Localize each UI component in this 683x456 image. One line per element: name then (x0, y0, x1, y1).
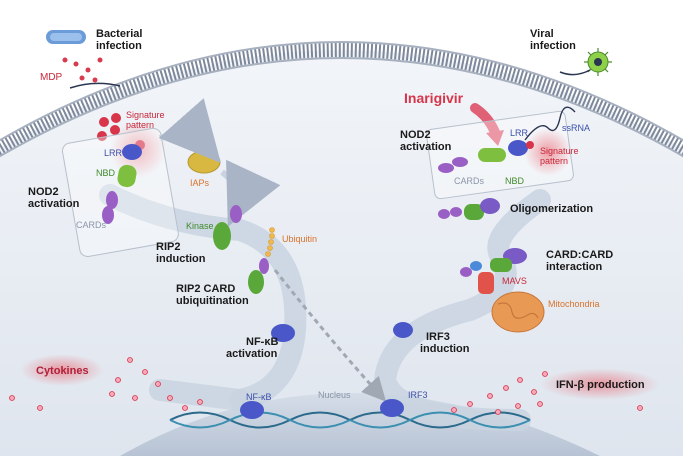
rip2-kinase-protein (213, 205, 242, 250)
cards-label-left: CARDs (76, 220, 107, 230)
lrr-label-left: LRR (104, 148, 123, 158)
right-pathway-arrow (373, 189, 551, 431)
nod2-oligomer (438, 198, 500, 220)
cytokine-dots (9, 357, 203, 411)
translocation-dashed-arrow (273, 269, 387, 402)
nfkb-dna-bound (240, 401, 264, 419)
cards-label-right: CARDs (454, 176, 485, 186)
irf3-dna-bound (380, 399, 404, 417)
nod2-protein-left (102, 144, 142, 224)
nfkb-protein (271, 324, 295, 342)
nbd-label-left: NBD (96, 168, 116, 178)
mdp-molecules (62, 57, 103, 83)
ssrna-strand (524, 106, 576, 141)
irf3-protein (393, 322, 413, 338)
mavs-label: MAVS (502, 276, 527, 286)
mitochondria-label: Mitochondria (548, 299, 600, 309)
left-pathway-arrow (99, 184, 307, 411)
kinase-label: Kinase (186, 221, 214, 231)
cytokines-label: Cytokines (36, 365, 89, 377)
iaps-protein (187, 150, 221, 174)
ubiquitin-label: Ubiquitin (282, 234, 317, 244)
mdp-label: MDP (40, 72, 63, 83)
nod2-protein-right (438, 140, 534, 173)
bacterium-icon (46, 30, 86, 44)
card-card-complex (460, 248, 527, 294)
lrr-label-right: LRR (510, 128, 529, 138)
iaps-label: IAPs (190, 178, 210, 188)
dna-left (169, 411, 351, 429)
nucleus-label: Nucleus (318, 390, 351, 400)
signature-pattern-molecules (97, 113, 145, 150)
nod2-left-box (61, 127, 179, 258)
bacterial-infection-label: Bacterial infection (96, 28, 146, 52)
oligomerization-label: Oligomerization (510, 203, 593, 215)
cell-membrane (0, 43, 683, 157)
virus-icon (584, 48, 612, 76)
nfkb-dna-label: NF-κB (246, 392, 272, 402)
rip2-ubiquitinated-protein (248, 258, 269, 294)
inarigivir-label: Inarigivir (404, 90, 464, 106)
ifn-production-label: IFN-β production (556, 379, 645, 391)
nbd-label-right: NBD (505, 176, 525, 186)
irf3-dna-label: IRF3 (408, 390, 428, 400)
mitochondria-organelle (491, 291, 545, 333)
ifn-dots (451, 371, 643, 415)
ssrna-label: ssRNA (562, 123, 590, 133)
ubiquitin-chain (265, 227, 275, 257)
